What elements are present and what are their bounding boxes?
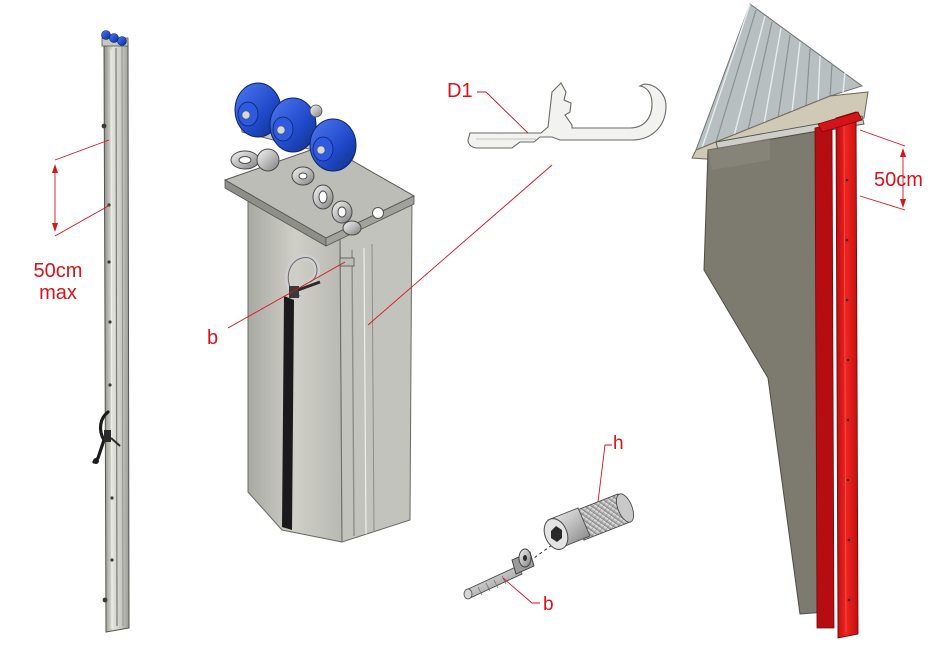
knurled-bolt — [543, 493, 635, 550]
grey-curtain-panel — [703, 129, 827, 615]
red-curtain-strip-back — [814, 123, 835, 629]
threaded-rod — [463, 548, 535, 600]
bolt-label-b: b — [543, 594, 554, 615]
bolt-label-b-leader — [502, 577, 540, 604]
mini-carriage-icon — [101, 30, 129, 47]
right-dimension-label: 50cm — [874, 169, 923, 191]
red-curtain-strip-front — [835, 111, 859, 639]
profile-outline — [467, 82, 667, 149]
chain-links — [230, 148, 362, 236]
rail-handle-lock — [92, 410, 121, 464]
carriage-rail-side — [339, 197, 413, 543]
d1-leader — [477, 91, 529, 134]
long-rail-groove — [115, 47, 118, 627]
right-dimension-annotation — [859, 129, 906, 211]
d1-profile-section — [467, 82, 667, 149]
long-rail-assembly — [52, 30, 130, 633]
curtain-fixing-dots — [845, 178, 851, 602]
black-strap — [282, 296, 294, 530]
left-dimension-label: 50cm max — [28, 260, 88, 304]
blue-roller-wheels — [234, 82, 357, 172]
rail-fixing-points — [101, 123, 114, 603]
left-dimension-qualifier: max — [39, 282, 77, 304]
bolt-label-h: h — [613, 433, 624, 454]
bolt-fixing-assembly — [463, 444, 635, 604]
curtain-roof-assembly — [691, 3, 906, 639]
roller-wheel — [309, 118, 357, 172]
carriage-label-b: b — [207, 327, 219, 349]
carriage-label-b-leader — [227, 261, 346, 329]
carriage-closeup-assembly — [223, 82, 553, 543]
roller-wheel — [269, 97, 317, 153]
left-dimension-value: 50cm — [33, 260, 83, 282]
bolt-label-h-leader — [597, 444, 612, 503]
left-dimension-annotation — [52, 139, 111, 237]
corrugated-roof — [695, 3, 864, 151]
profile-leader-line — [367, 164, 553, 326]
profile-label-d1: D1 — [447, 80, 473, 102]
strap-hook — [285, 254, 355, 299]
